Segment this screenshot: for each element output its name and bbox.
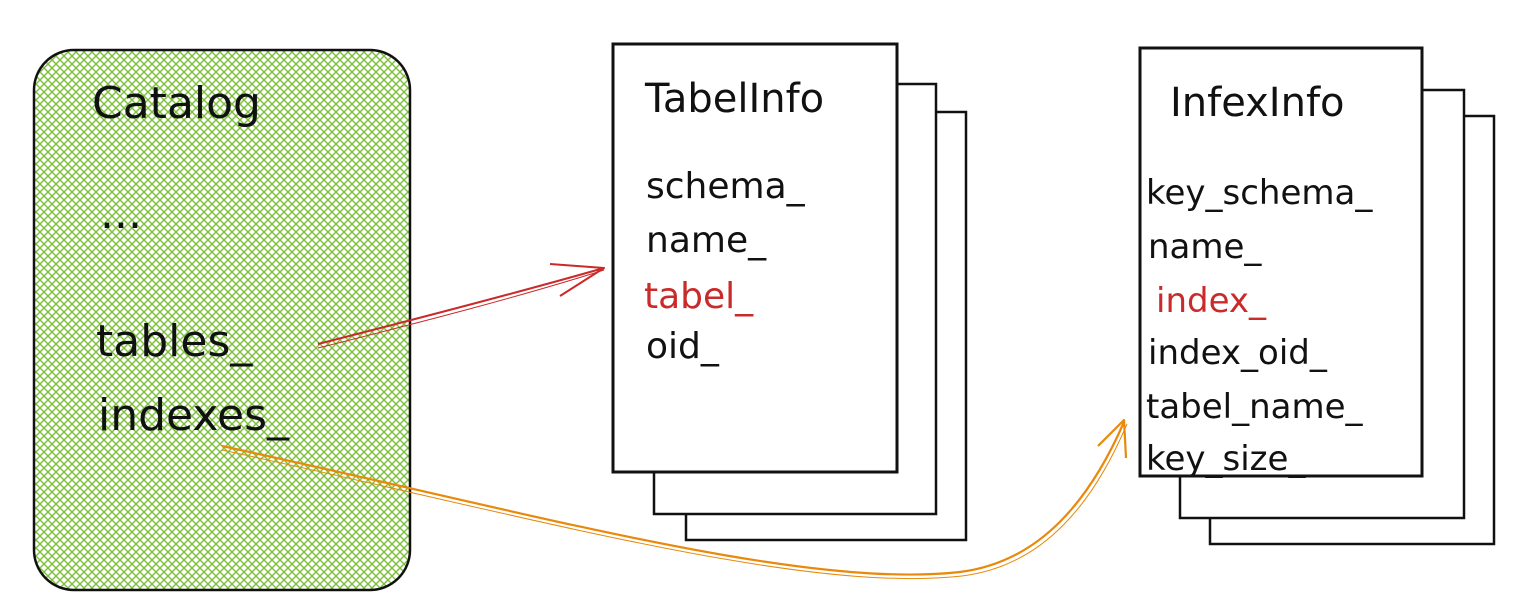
catalog-field-indexes: indexes_ (98, 390, 290, 441)
tables-arrow-head (549, 263, 605, 297)
index-info-title: InfexInfo (1170, 80, 1345, 126)
indexes-arrow-head (1097, 418, 1128, 459)
catalog-ellipsis: ... (100, 188, 142, 239)
tables-arrow-line-2 (317, 269, 605, 349)
catalog-box: Catalog ... tables_ indexes_ (32, 48, 412, 592)
table-info-card-front (611, 42, 899, 474)
table-info-field-schema: schema_ (646, 166, 806, 207)
table-info-field-name: name_ (646, 220, 767, 261)
table-info-field-tabel: tabel_ (644, 276, 754, 317)
table-info-stack: TabelInfo schema_ name_ tabel_ oid_ (611, 42, 968, 542)
index-info-field-tabel-name: tabel_name_ (1146, 387, 1364, 427)
index-info-field-key-schema: key_schema_ (1146, 173, 1373, 213)
catalog-field-tables: tables_ (96, 316, 253, 367)
index-info-card-front (1138, 46, 1424, 478)
indexes-arrow (221, 418, 1128, 580)
index-info-field-name: name_ (1148, 227, 1262, 267)
index-info-field-index-oid: index_oid_ (1148, 333, 1328, 373)
indexes-arrow-line-2 (221, 423, 1128, 580)
table-info-title: TabelInfo (644, 76, 824, 122)
catalog-title: Catalog (92, 78, 261, 129)
tables-arrow (317, 263, 605, 349)
indexes-arrow-line (221, 421, 1126, 576)
tables-arrow-line (317, 267, 605, 345)
index-info-field-key-size: key_size_ (1146, 439, 1306, 479)
index-info-field-index: index_ (1156, 281, 1267, 321)
index-info-stack: InfexInfo key_schema_ name_ index_ index… (1138, 46, 1496, 546)
table-info-field-oid: oid_ (646, 326, 720, 367)
